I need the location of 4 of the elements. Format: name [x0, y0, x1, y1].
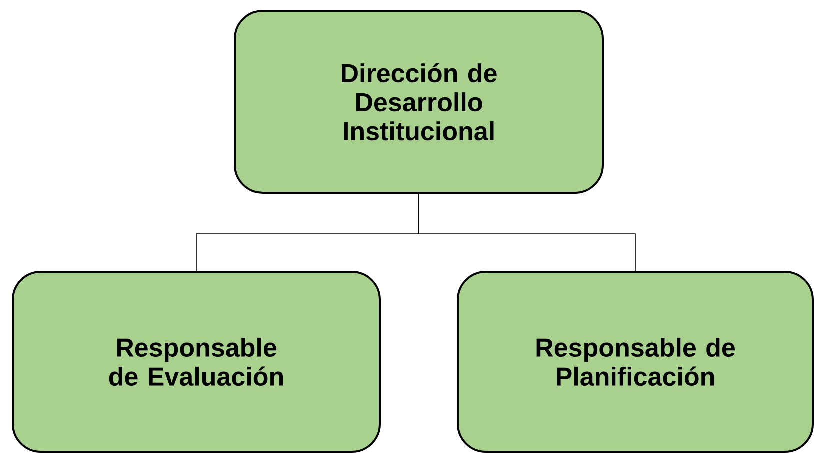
org-box: Responsable de Planificación — [457, 271, 814, 453]
connector-line — [418, 194, 636, 272]
org-box: Responsable de Evaluación — [12, 271, 381, 453]
org-box: Dirección de Desarrollo Institucional — [234, 10, 604, 194]
